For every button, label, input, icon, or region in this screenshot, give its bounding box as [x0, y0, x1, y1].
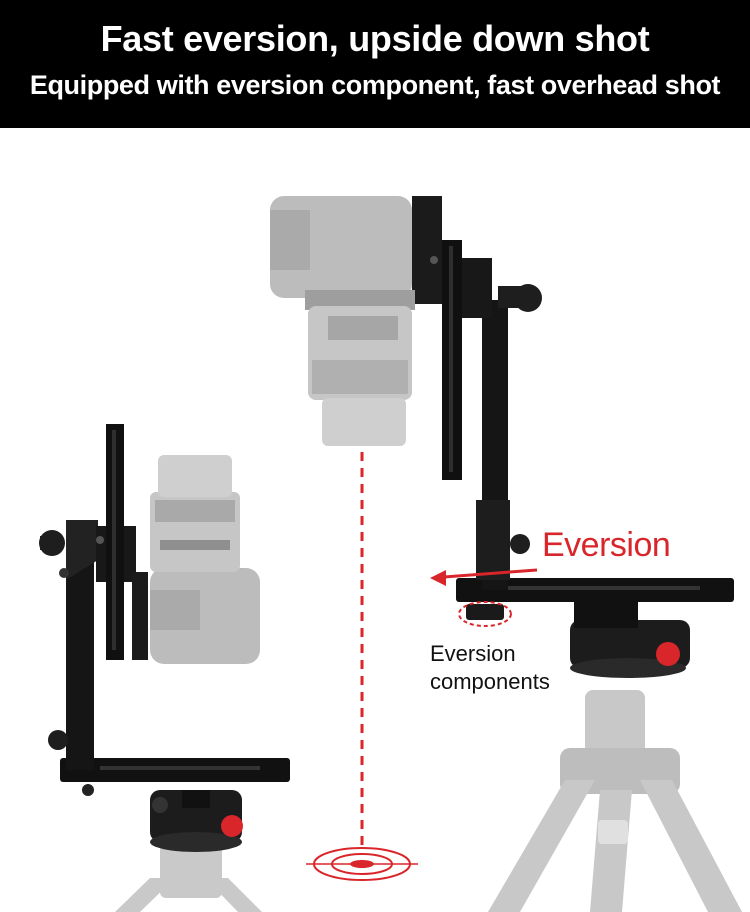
- page-subtitle: Equipped with eversion component, fast o…: [29, 70, 721, 100]
- header-banner: Fast eversion, upside down shot Equipped…: [0, 0, 750, 128]
- left-camera: [150, 455, 260, 664]
- target-icon: [306, 847, 418, 881]
- right-tripod: [488, 690, 742, 912]
- eversion-arrow-icon: [430, 568, 538, 586]
- eversion-label: Eversion: [542, 526, 671, 564]
- eversion-components-label: Eversion components: [430, 640, 550, 696]
- eversion-components-line1: Eversion: [430, 641, 516, 666]
- right-camera: [270, 196, 415, 446]
- left-tripod: [115, 838, 262, 912]
- right-rig: [270, 196, 742, 912]
- page-title: Fast eversion, upside down shot: [100, 18, 650, 59]
- eversion-components-line2: components: [430, 669, 550, 694]
- eversion-component: [458, 601, 512, 627]
- product-illustration: [39, 196, 742, 912]
- left-panoramic-base: [150, 790, 243, 852]
- right-panoramic-base: [570, 602, 690, 678]
- left-rig: [39, 424, 290, 912]
- left-knob-lower-icon: [48, 730, 68, 750]
